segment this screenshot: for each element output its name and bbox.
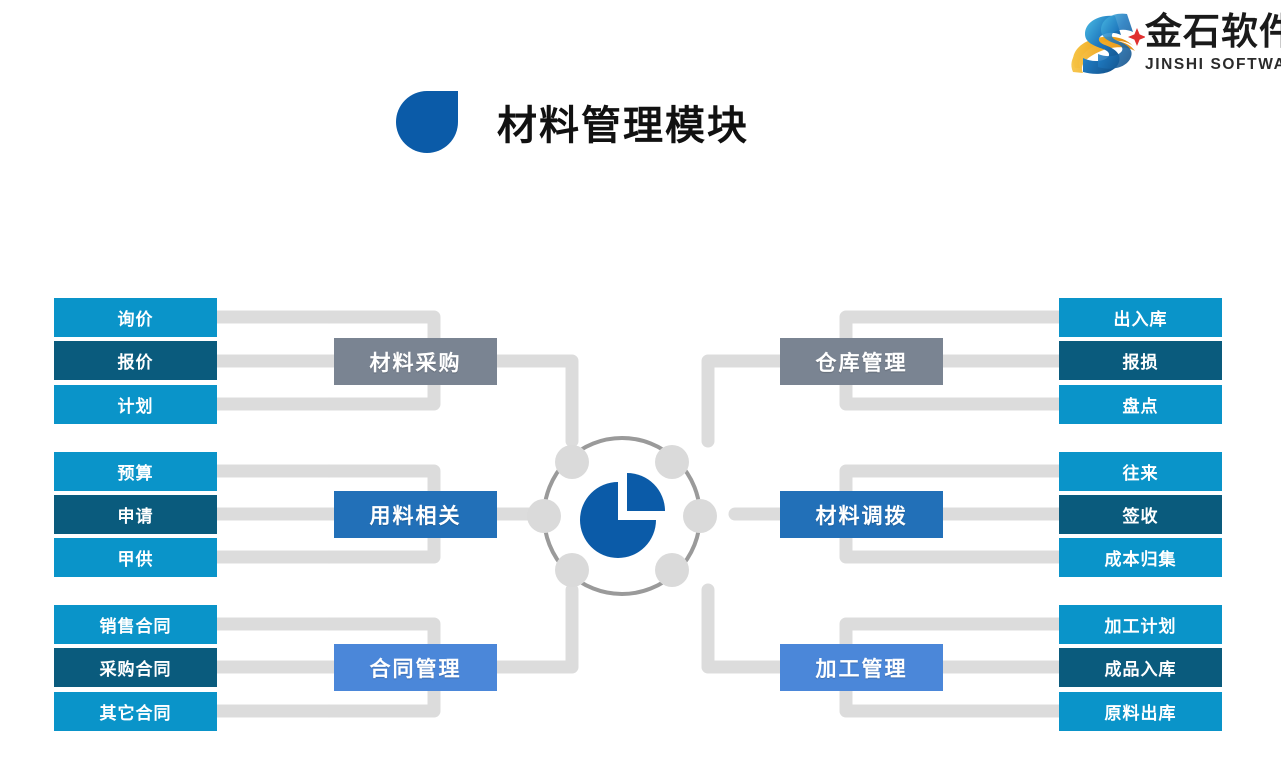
list-item[interactable]: 盘点 bbox=[1059, 385, 1222, 424]
brand-name-cn: 金石软件 bbox=[1145, 10, 1281, 53]
list-item[interactable]: 成品入库 bbox=[1059, 648, 1222, 687]
list-item[interactable]: 甲供 bbox=[54, 538, 217, 577]
list-item[interactable]: 预算 bbox=[54, 452, 217, 491]
center-ring-graphic bbox=[527, 436, 717, 596]
list-item[interactable]: 出入库 bbox=[1059, 298, 1222, 337]
ring-node bbox=[555, 553, 589, 587]
list-item[interactable]: 销售合同 bbox=[54, 605, 217, 644]
hub-material-usage[interactable]: 用料相关 bbox=[334, 491, 497, 538]
list-item[interactable]: 成本归集 bbox=[1059, 538, 1222, 577]
ring-node bbox=[655, 553, 689, 587]
page-title-text: 材料管理模块 bbox=[497, 103, 749, 149]
brand-name-en: JINSHI SOFTWARE bbox=[1145, 56, 1281, 73]
ring-node bbox=[683, 499, 717, 533]
ring-node bbox=[555, 445, 589, 479]
brand-logo: 金石软件 JINSHI SOFTWARE bbox=[1063, 4, 1281, 90]
brand-wordmark: 金石软件 JINSHI SOFTWARE bbox=[1145, 10, 1281, 75]
hub-processing-management[interactable]: 加工管理 bbox=[780, 644, 943, 691]
list-item[interactable]: 加工计划 bbox=[1059, 605, 1222, 644]
hub-material-purchase[interactable]: 材料采购 bbox=[334, 338, 497, 385]
hub-contract-management[interactable]: 合同管理 bbox=[334, 644, 497, 691]
list-item[interactable]: 询价 bbox=[54, 298, 217, 337]
ring-node bbox=[527, 499, 561, 533]
list-item[interactable]: 往来 bbox=[1059, 452, 1222, 491]
list-item[interactable]: 计划 bbox=[54, 385, 217, 424]
list-item[interactable]: 报损 bbox=[1059, 341, 1222, 380]
list-item[interactable]: 签收 bbox=[1059, 495, 1222, 534]
list-item[interactable]: 原料出库 bbox=[1059, 692, 1222, 731]
pie-chart-icon bbox=[580, 473, 665, 558]
list-item[interactable]: 其它合同 bbox=[54, 692, 217, 731]
list-item[interactable]: 申请 bbox=[54, 495, 217, 534]
center-hub bbox=[527, 421, 717, 611]
hub-material-transfer[interactable]: 材料调拨 bbox=[780, 491, 943, 538]
list-item[interactable]: 采购合同 bbox=[54, 648, 217, 687]
jinshi-s-swoosh-logo-icon bbox=[1071, 13, 1145, 74]
droplet-shape-icon bbox=[396, 91, 458, 153]
hub-warehouse-management[interactable]: 仓库管理 bbox=[780, 338, 943, 385]
page-title: 材料管理模块 bbox=[396, 90, 749, 154]
ring-node bbox=[655, 445, 689, 479]
list-item[interactable]: 报价 bbox=[54, 341, 217, 380]
